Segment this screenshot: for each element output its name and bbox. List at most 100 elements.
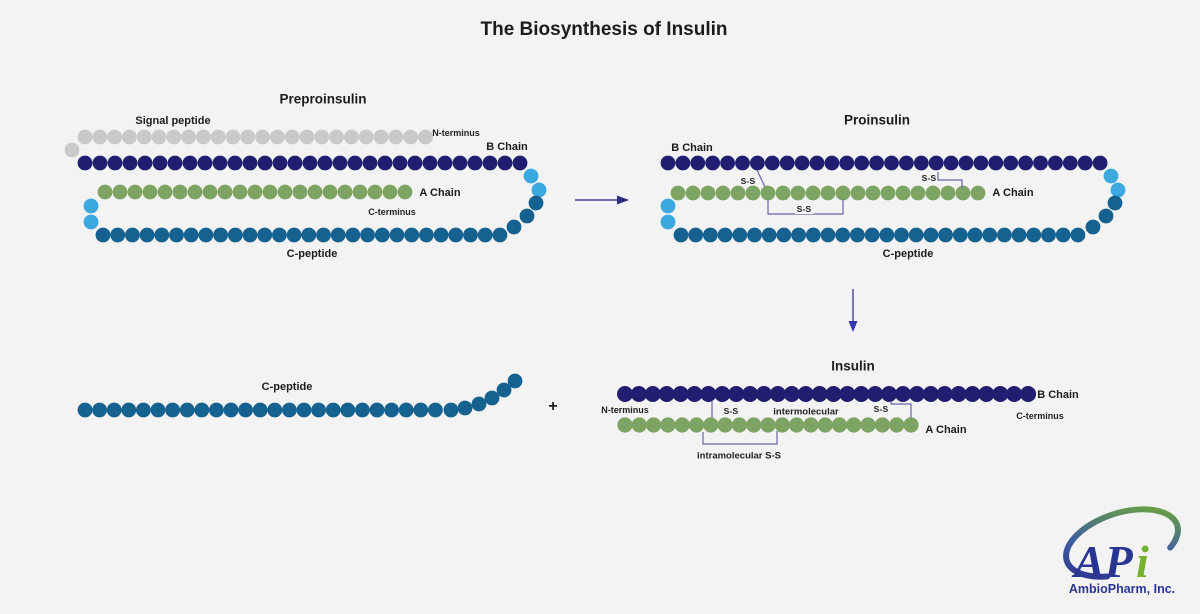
bead [775,185,791,201]
bead [742,386,759,402]
bead [700,185,716,201]
bead [452,155,468,171]
bead [232,184,248,200]
bead [422,155,438,171]
bead [720,155,735,171]
bead [688,417,705,433]
bead [316,227,331,243]
bead [457,400,473,416]
arrow-right-head [617,195,629,205]
bead [779,155,795,171]
bead [825,386,842,402]
bead [811,386,828,402]
bead [496,382,512,398]
bead [212,155,228,171]
bead [660,214,676,230]
bead [477,227,493,243]
bead [756,386,772,402]
bead [398,402,414,418]
bead [97,184,113,200]
bead [922,386,939,402]
bead [330,227,346,243]
bead [187,184,203,200]
bead [769,386,786,402]
pro-turn-right-teal-beads [1085,195,1123,235]
bead [384,402,399,418]
bead [889,417,905,433]
bead [484,390,500,406]
bead [418,129,433,145]
bead [660,417,676,433]
bead [735,155,750,171]
bead [531,182,547,198]
bead [407,155,423,171]
plus-sign: + [548,398,558,415]
bead [817,417,833,433]
bead [92,402,107,418]
bead [467,155,483,171]
bead [936,386,953,402]
pro-ss-bond-intra [767,199,844,215]
bead [967,227,983,243]
bead [107,129,122,145]
bead [824,155,840,171]
bead [631,417,647,433]
bead [443,402,459,418]
bead [121,402,137,418]
bead [388,129,404,145]
bead [167,155,183,171]
bead [880,185,896,201]
bead [292,184,308,200]
bead-chains [64,129,1126,433]
bead [107,155,123,171]
bead [850,227,865,243]
pre-signal-turn-beads [64,142,80,158]
bead [506,219,522,235]
bead [169,227,184,243]
bead [1018,155,1033,171]
bead [1020,386,1037,402]
bead [646,417,662,433]
bead [225,129,241,145]
bead [127,184,143,200]
bead [136,129,152,145]
bead [1041,227,1056,243]
bead [717,417,733,433]
bead [644,386,661,402]
bead [908,227,924,243]
bead [839,386,856,402]
pre-c-terminus-label: C-terminus [368,207,416,217]
bead [794,155,810,171]
bead [262,184,278,200]
bead [952,227,968,243]
bead [358,129,374,145]
bead [332,155,348,171]
bead [978,386,995,402]
bead [137,155,153,171]
bead [992,386,1009,402]
bead [213,227,229,243]
bead [419,227,434,243]
bead [789,417,805,433]
bead [181,129,197,145]
bead [988,155,1004,171]
bead [658,386,675,402]
free-c-peptide-beads [77,402,443,418]
bead [1011,227,1027,243]
bead [686,386,703,402]
arrow-down-head [848,321,858,332]
bead [943,155,959,171]
bead [874,417,891,433]
bead [296,402,312,418]
bead [925,185,941,201]
ins-a-chain-label: A Chain [925,424,967,436]
bead [675,155,691,171]
bead [973,155,989,171]
bead [83,198,99,214]
pre-b-chain-label: B Chain [486,141,528,153]
pre-turn-right-teal-beads [506,195,544,235]
bead [1048,155,1063,171]
bead [958,155,974,171]
bead [728,386,745,402]
bead [369,402,385,418]
